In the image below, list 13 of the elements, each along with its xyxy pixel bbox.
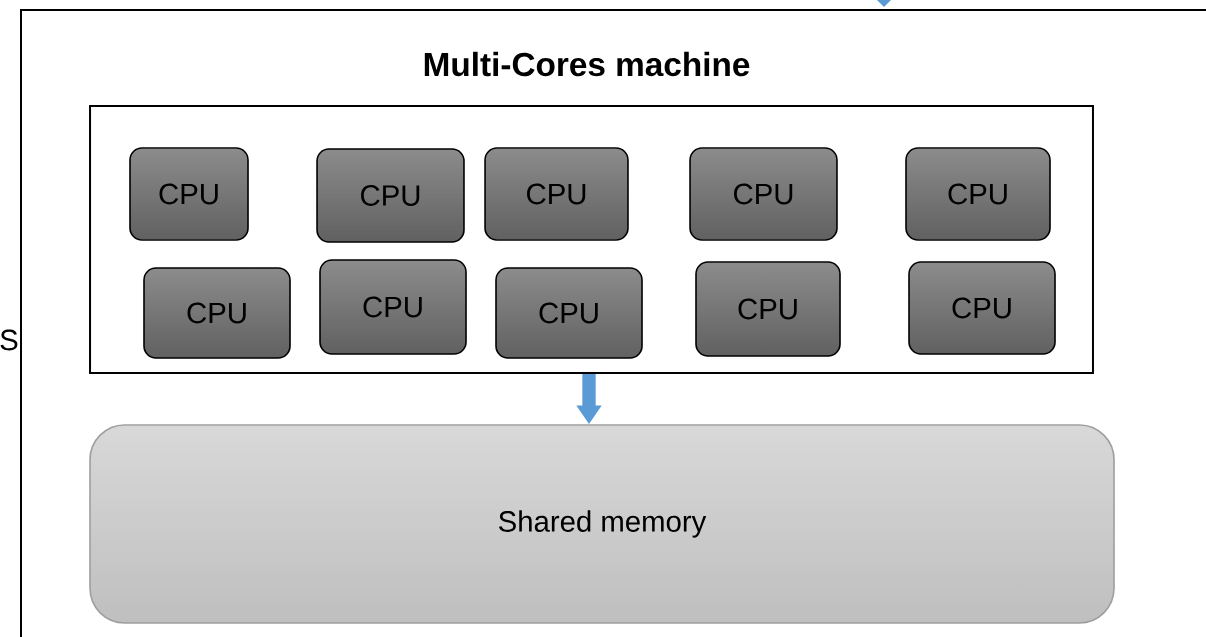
cpu-box: CPU	[316, 148, 465, 243]
cpu-box: CPU	[905, 147, 1051, 241]
cpu-box: CPU	[689, 147, 838, 241]
cpu-box: CPU	[484, 147, 629, 241]
cut-text: S	[0, 329, 18, 351]
cpu-box: CPU	[495, 267, 643, 359]
memory-box: Shared memory	[89, 424, 1115, 624]
cpu-box: CPU	[319, 259, 467, 355]
cpu-box: CPU	[908, 261, 1056, 355]
cpu-box: CPU	[129, 147, 249, 241]
cpu-box: CPU	[143, 267, 291, 359]
cpu-box: CPU	[695, 261, 841, 357]
cpu-container	[89, 105, 1094, 374]
